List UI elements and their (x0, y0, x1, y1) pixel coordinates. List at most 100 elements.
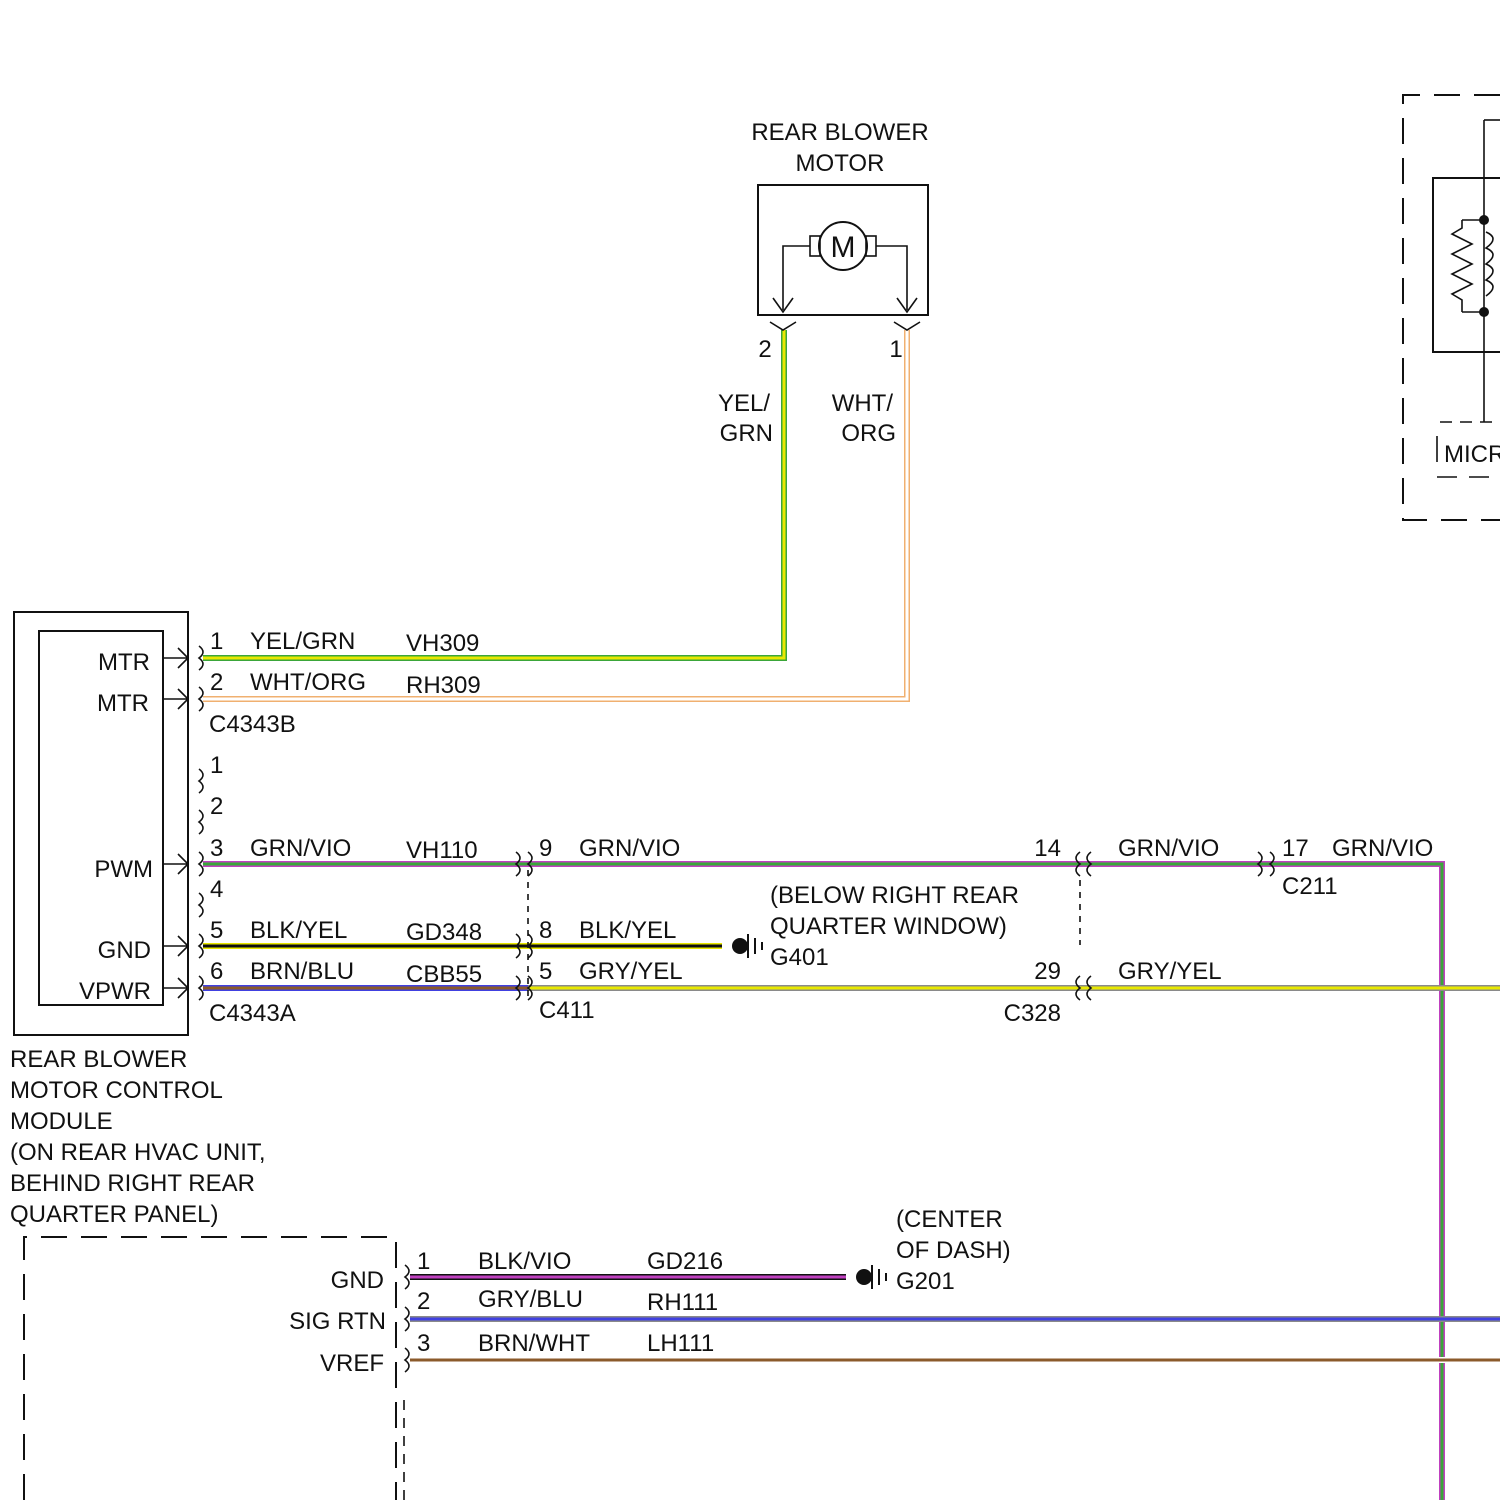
lower-terminal-1 (405, 1265, 409, 1289)
w5-circuit: GD348 (406, 919, 482, 946)
motor-title-line1: REAR BLOWER (751, 119, 928, 146)
l3-pin: 3 (417, 1330, 430, 1357)
w5-color: BLK/YEL (250, 917, 347, 944)
c4343-terminal-4 (199, 810, 203, 834)
g401-location-line2: QUARTER WINDOW) (770, 913, 1007, 940)
ground-g401: (BELOW RIGHT REAR QUARTER WINDOW) G401 (732, 882, 1019, 971)
lower-pin-gnd: GND (331, 1267, 384, 1294)
c4343a-pin-4: 4 (210, 876, 223, 903)
c328-pin-14: 14 (1034, 835, 1061, 862)
l2-color: GRY/BLU (478, 1286, 583, 1313)
g401-location-line1: (BELOW RIGHT REAR (770, 882, 1019, 909)
c328-pin-29: 29 (1034, 958, 1061, 985)
lower-terminal-3 (405, 1348, 409, 1372)
w5-pin: 5 (210, 917, 223, 944)
c211-17-color: GRN/VIO (1332, 835, 1433, 862)
w6-pin: 6 (210, 958, 223, 985)
module-pin-mtr-2: MTR (97, 690, 149, 717)
c4343-terminal-8 (199, 976, 203, 1000)
module-pin-arrow-3 (163, 854, 188, 874)
w1-pin: 1 (210, 628, 223, 655)
c411-pin-8: 8 (539, 917, 552, 944)
module-pin-mtr-1: MTR (98, 649, 150, 676)
ground-g401-icon (732, 938, 748, 954)
l2-pin: 2 (417, 1288, 430, 1315)
motor-right-wire-line1: WHT/ (832, 390, 894, 417)
micro-label: MICR (1444, 441, 1500, 468)
module-label-line2: MOTOR CONTROL (10, 1077, 223, 1104)
connector-c4343a-label: C4343A (209, 1000, 296, 1027)
motor-right-wire-line2: ORG (841, 420, 896, 447)
module-pin-arrow-4 (163, 936, 188, 956)
c411-pin-5: 5 (539, 958, 552, 985)
lower-pin-sig-rtn: SIG RTN (289, 1308, 386, 1335)
module-label-line3: MODULE (10, 1108, 113, 1135)
ground-g201: (CENTER OF DASH) G201 (856, 1206, 1011, 1295)
motor-symbol: M (831, 231, 856, 264)
motor-title-line2: MOTOR (796, 150, 885, 177)
c4343-terminal-7 (199, 934, 203, 958)
connector-c328-label: C328 (1004, 1000, 1061, 1027)
motor-left-wire-line2: GRN (720, 420, 773, 447)
wire-yel-grn-vh309 (203, 330, 784, 658)
motor-pin-1: 1 (889, 336, 902, 363)
l2-circuit: RH111 (647, 1289, 718, 1316)
module-pin-arrow-2 (163, 689, 188, 709)
c4343-terminal-5 (199, 852, 203, 876)
w3-pin: 3 (210, 835, 223, 862)
module-pin-arrow-1 (163, 648, 188, 668)
module-pin-vpwr: VPWR (79, 978, 151, 1005)
connector-c4343: 1 YEL/GRN VH309 2 WHT/ORG RH309 C4343B 1… (209, 628, 482, 1027)
connector-symbols (199, 646, 1274, 1372)
c4343-terminal-2 (199, 687, 203, 711)
l3-color: BRN/WHT (478, 1330, 590, 1357)
c411-5-color: GRY/YEL (579, 958, 683, 985)
c4343a-pin-2: 2 (210, 793, 223, 820)
ground-g201-icon (856, 1269, 872, 1285)
w2-pin: 2 (210, 669, 223, 696)
c211-pin-17: 17 (1282, 835, 1309, 862)
w1-color: YEL/GRN (250, 628, 355, 655)
w3-circuit: VH110 (406, 837, 478, 864)
l1-color: BLK/VIO (478, 1248, 571, 1275)
c4343-terminal-1 (199, 646, 203, 670)
c328-14-color: GRN/VIO (1118, 835, 1219, 862)
connector-c4343b-label: C4343B (209, 711, 296, 738)
c4343a-pin-1: 1 (210, 752, 223, 779)
l3-circuit: LH111 (647, 1330, 714, 1357)
connector-c211: 17 GRN/VIO C211 (1282, 835, 1433, 900)
module-pin-arrow-5 (163, 978, 188, 998)
w6-color: BRN/BLU (250, 958, 354, 985)
module-label-line5: BEHIND RIGHT REAR (10, 1170, 255, 1197)
g201-location-line1: (CENTER (896, 1206, 1003, 1233)
lower-pin-vref: VREF (320, 1350, 384, 1377)
motor-pin-2: 2 (758, 336, 771, 363)
c4343-terminal-6 (199, 893, 203, 917)
module-pin-pwm: PWM (94, 856, 153, 883)
c4343-terminal-3 (199, 769, 203, 793)
c328-29-color: GRY/YEL (1118, 958, 1222, 985)
blower-control-module: MTR MTR PWM GND VPWR REAR BLOWER MOTOR C… (10, 612, 266, 1228)
w6-circuit: CBB55 (406, 961, 482, 988)
l1-circuit: GD216 (647, 1248, 723, 1275)
micro-module: MICR (1403, 95, 1500, 520)
connector-c411-label: C411 (539, 997, 595, 1024)
motor-left-wire-line1: YEL/ (718, 390, 770, 417)
g201-location-line2: OF DASH) (896, 1237, 1011, 1264)
lower-terminal-2 (405, 1307, 409, 1331)
module-label-line6: QUARTER PANEL) (10, 1201, 219, 1228)
module-pin-gnd: GND (98, 937, 151, 964)
module-label-line4: (ON REAR HVAC UNIT, (10, 1139, 266, 1166)
c411-8-color: BLK/YEL (579, 917, 676, 944)
g201-id: G201 (896, 1268, 955, 1295)
c411-9-color: GRN/VIO (579, 835, 680, 862)
module-label-line1: REAR BLOWER (10, 1046, 187, 1073)
connector-c211-label: C211 (1282, 873, 1338, 900)
w2-color: WHT/ORG (250, 669, 366, 696)
g401-id: G401 (770, 944, 829, 971)
w2-circuit: RH309 (406, 672, 481, 699)
w1-circuit: VH309 (406, 630, 479, 657)
l1-pin: 1 (417, 1248, 430, 1275)
c411-pin-9: 9 (539, 835, 552, 862)
